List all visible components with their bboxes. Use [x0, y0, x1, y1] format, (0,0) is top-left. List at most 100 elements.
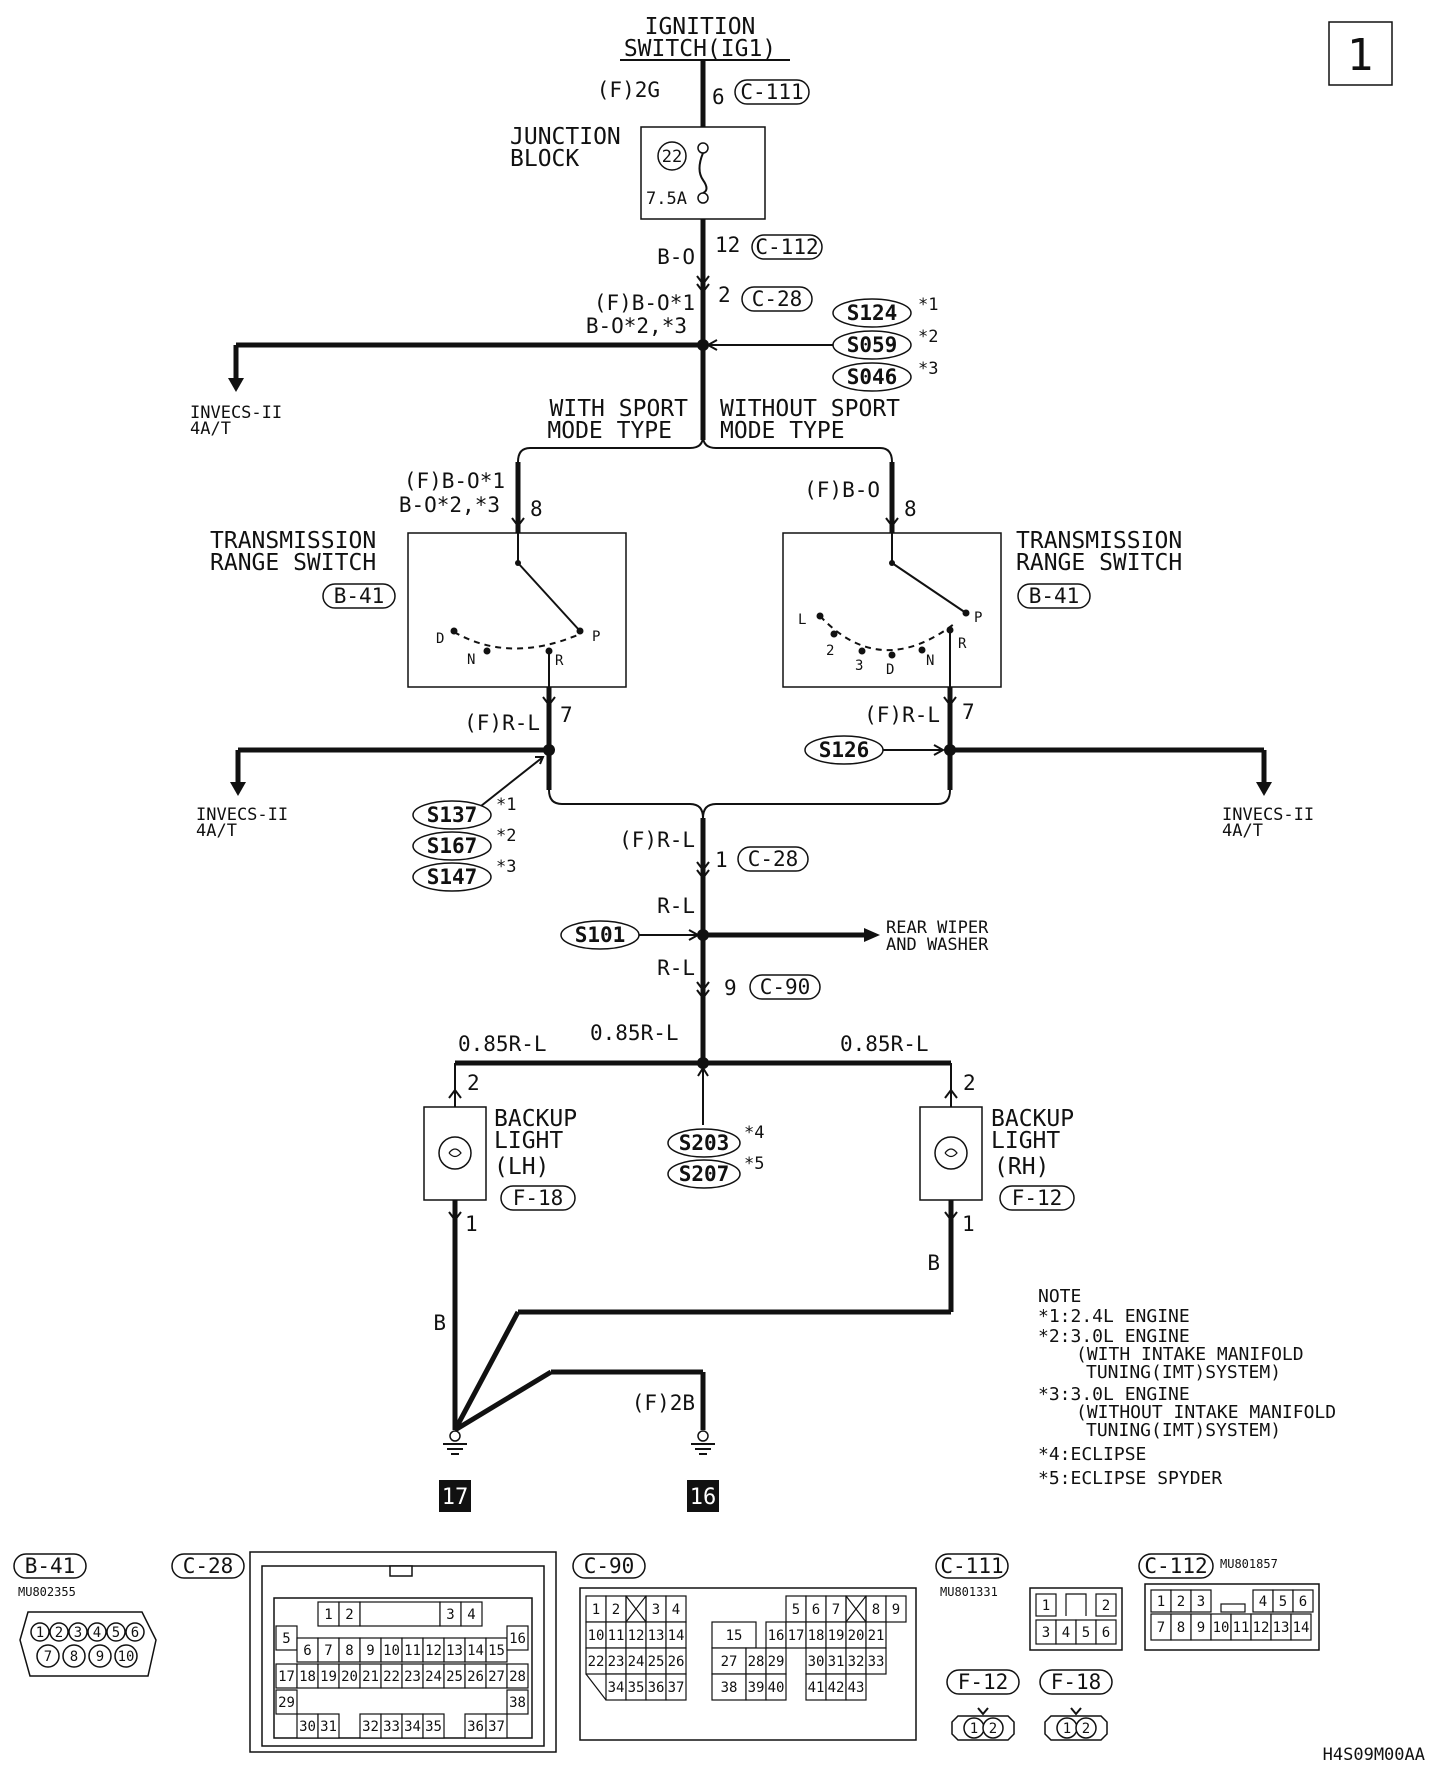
splice-s124-note: *1	[918, 295, 938, 315]
trs-right-pos-3: 3	[855, 658, 863, 674]
trs-right-pin-in: 8	[904, 497, 917, 521]
c112-pin-label: 9	[1197, 1620, 1205, 1636]
c90-pin-label: 19	[828, 1628, 845, 1644]
c28-pin-label: 3	[446, 1607, 454, 1623]
page-number-box: 1	[1328, 21, 1393, 86]
splice-s137: S137	[427, 803, 478, 827]
rh-line3: (RH)	[994, 1154, 1049, 1180]
f12-pin-label: 1	[970, 1721, 978, 1737]
c28-pin-cell	[460, 1601, 483, 1627]
c90-pin-label: 30	[808, 1654, 825, 1670]
note-line-6: (WITHOUT INTAKE MANIFOLD	[1076, 1402, 1336, 1423]
c28-pin-label: 10	[383, 1643, 400, 1659]
c90-pin-cell	[765, 1673, 787, 1701]
connector-ref-c28-top: C-28	[752, 287, 803, 311]
top-splice-group: S124 *1 S059 *2 S046 *3	[697, 295, 938, 392]
c28-pin-label: 38	[509, 1695, 526, 1711]
c28-pin-label: 27	[488, 1669, 505, 1685]
note-line-4: TUNING(IMT)SYSTEM)	[1086, 1362, 1281, 1383]
c90-pin-cell	[885, 1595, 907, 1623]
lh-pin-bottom: 1	[465, 1212, 478, 1236]
c90-pin-label: 42	[828, 1680, 845, 1696]
connector-ref-b41-left: B-41	[334, 584, 385, 608]
splice-s137-note: *1	[496, 795, 516, 815]
connector-arrow-icon	[696, 861, 710, 880]
ground-17: 17	[439, 1430, 471, 1512]
c28-pin-cell	[506, 1625, 529, 1651]
c90-pin-label: 38	[721, 1680, 738, 1696]
c28-top-wire1: (F)B-O*1	[594, 291, 695, 315]
backup-light-lh: 2 BACKUP LIGHT (LH) F-18 1	[423, 1063, 577, 1430]
b41-pin-cell	[114, 1644, 138, 1668]
b41-pin-cell	[125, 1622, 145, 1642]
c28-pin-label: 19	[320, 1669, 337, 1685]
b41-pin-label: 6	[131, 1625, 139, 1641]
c28-pin-label: 28	[509, 1669, 526, 1685]
connector-ref-f18: F-18	[513, 1186, 564, 1210]
c90-pin-label: 28	[748, 1654, 765, 1670]
jb-line1: JUNCTION	[510, 124, 621, 150]
trs-right-pos-n: N	[926, 653, 934, 669]
b41-pin-label: 10	[118, 1649, 135, 1665]
c90-pin-label: 26	[668, 1654, 685, 1670]
splice-s207: S207	[679, 1162, 730, 1186]
backup-light-rh: 2 BACKUP LIGHT (RH) F-12 1	[919, 1063, 1075, 1312]
f18-pin-cell	[1075, 1717, 1097, 1739]
c90-pin-cell	[665, 1673, 687, 1701]
b41-pin-cell	[87, 1622, 107, 1642]
arrow-down-icon	[1256, 782, 1272, 796]
c28-bottom-wire: (F)R-L	[619, 828, 695, 852]
connector-arrow-icon	[696, 981, 710, 1000]
c90-pin-label: 22	[588, 1654, 605, 1670]
c90-pin-label: 32	[848, 1654, 865, 1670]
c111-pin-label: 4	[1062, 1625, 1070, 1641]
merge-brace: (F)R-L 1 C-28	[548, 789, 951, 1063]
b41-pin-label: 7	[44, 1649, 52, 1665]
c90-pin: 9	[724, 976, 737, 1000]
b41-pin-cell	[36, 1644, 60, 1668]
c111-pin-label: 6	[1102, 1625, 1110, 1641]
splice-s147: S147	[427, 865, 478, 889]
splice-s126: S126	[819, 738, 870, 762]
trs-right-line2: RANGE SWITCH	[1016, 550, 1182, 576]
c112-pin-label: 14	[1293, 1620, 1310, 1636]
splice-s124: S124	[847, 301, 898, 325]
note-line-1: *1:2.4L ENGINE	[1038, 1306, 1190, 1327]
top-wire-pin: 6	[712, 85, 725, 109]
c90-pin-label: 37	[668, 1680, 685, 1696]
c112-pin-label: 10	[1213, 1620, 1230, 1636]
b41-pin-label: 2	[55, 1625, 63, 1641]
splice-s167: S167	[427, 834, 478, 858]
c90-pin-label: 5	[792, 1602, 800, 1618]
c28-pin-label: 12	[425, 1643, 442, 1659]
invecs-left-mid-branch: INVECS-II 4A/T S137 *1 S167 *2 S147 *3	[196, 747, 549, 892]
trs-left: (F)B-O*1 B-O*2,*3 8 TRANSMISSION RANGE S…	[210, 462, 627, 790]
c28-pin-label: 29	[278, 1695, 295, 1711]
backup-wire-center: 0.85R-L	[590, 1021, 679, 1045]
splice-s101: S101	[575, 923, 626, 947]
trs-right-pos-r: R	[958, 636, 967, 652]
connector-ref-b41-right: B-41	[1029, 584, 1080, 608]
invecs-left-mid-line1: INVECS-II	[196, 805, 288, 825]
top-wire-label: (F)2G	[597, 78, 660, 102]
c28-pin-label: 4	[467, 1607, 475, 1623]
c28-pin-label: 18	[299, 1669, 316, 1685]
b41-pin-cell	[68, 1622, 88, 1642]
c112-part: MU801857	[1220, 1557, 1278, 1571]
connector-ref-c90: C-90	[760, 975, 811, 999]
c90-pin-label: 34	[608, 1680, 625, 1696]
c28-pin-label: 7	[324, 1643, 332, 1659]
c90-pin-label: 10	[588, 1628, 605, 1644]
backup-wire-right: 0.85R-L	[840, 1032, 929, 1056]
branch-left-line2: MODE TYPE	[547, 418, 672, 444]
connector-ref-f12: F-12	[1012, 1186, 1063, 1210]
branch-brace	[517, 435, 893, 463]
jb-line2: BLOCK	[510, 146, 579, 172]
c90-pin-label: 15	[726, 1628, 743, 1644]
c90-pin-label: 1	[592, 1602, 600, 1618]
note-line-8: *4:ECLIPSE	[1038, 1444, 1146, 1465]
